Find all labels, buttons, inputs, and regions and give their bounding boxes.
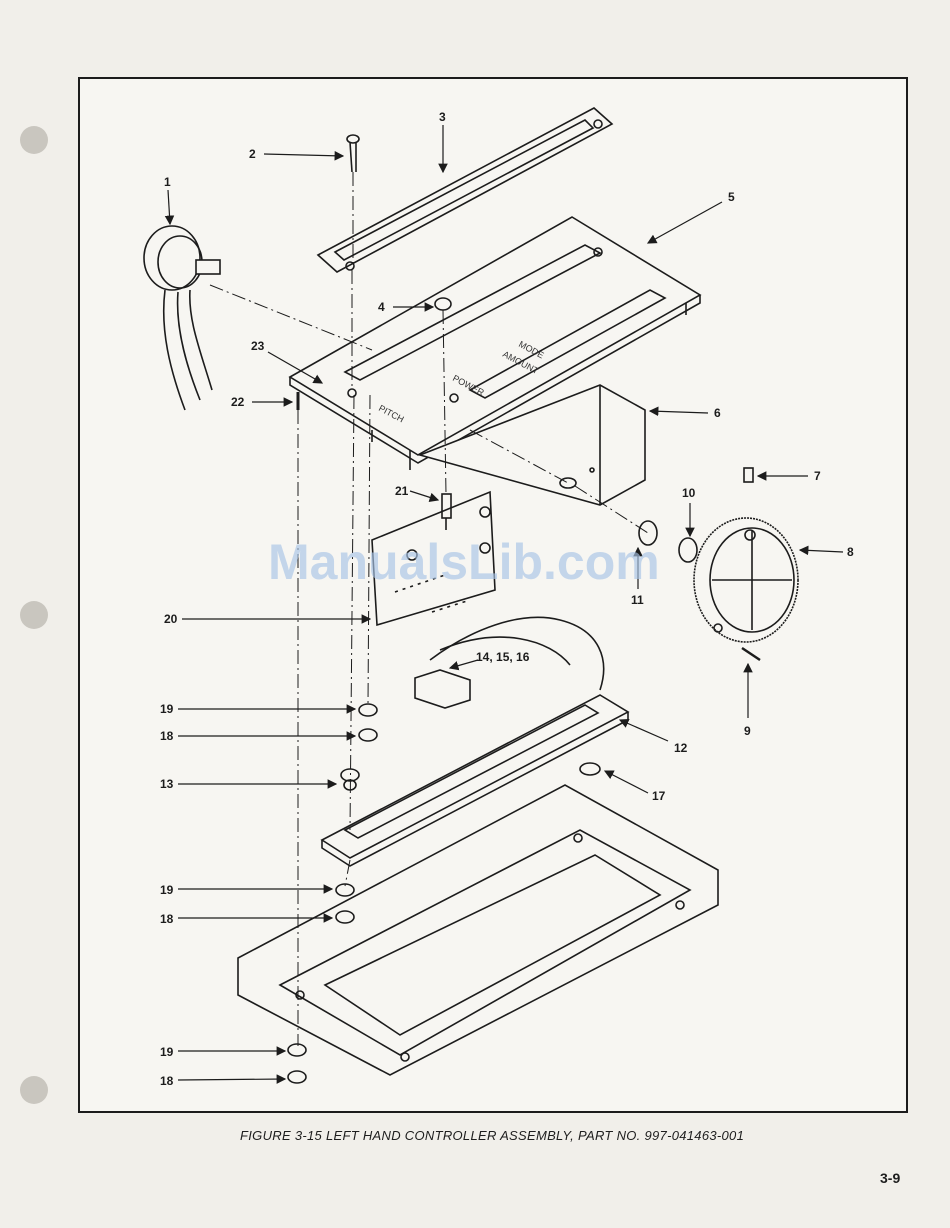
callout-22: 22 bbox=[231, 395, 245, 409]
hardware-stack-upper bbox=[341, 704, 377, 790]
part-17-washer bbox=[580, 763, 600, 775]
callout-13: 13 bbox=[160, 777, 174, 791]
part-9-pin bbox=[742, 648, 760, 660]
hardware-stack-lower bbox=[288, 1044, 306, 1083]
figure-caption: FIGURE 3-15 LEFT HAND CONTROLLER ASSEMBL… bbox=[240, 1128, 744, 1143]
callout-9: 9 bbox=[744, 724, 751, 738]
callout-8: 8 bbox=[847, 545, 854, 559]
callout-4: 4 bbox=[378, 300, 385, 314]
page-number: 3-9 bbox=[880, 1170, 900, 1186]
callout-19-lower: 19 bbox=[160, 1045, 174, 1059]
callout-23: 23 bbox=[251, 339, 265, 353]
binder-holes bbox=[20, 126, 48, 1104]
part-7-set-screw bbox=[744, 468, 753, 482]
part-10-gear bbox=[679, 538, 697, 562]
callout-20: 20 bbox=[164, 612, 178, 626]
callout-5: 5 bbox=[728, 190, 735, 204]
base-tray bbox=[238, 785, 718, 1075]
callout-7: 7 bbox=[814, 469, 821, 483]
part-1-potentiometer bbox=[144, 226, 220, 410]
part-2-screw bbox=[347, 135, 359, 172]
callout-18-lower: 18 bbox=[160, 1074, 174, 1088]
callout-2: 2 bbox=[249, 147, 256, 161]
callout-18-upper: 18 bbox=[160, 729, 174, 743]
callout-17: 17 bbox=[652, 789, 666, 803]
callout-1: 1 bbox=[164, 175, 171, 189]
callout-19-middle: 19 bbox=[160, 883, 174, 897]
callout-10: 10 bbox=[682, 486, 696, 500]
hardware-stack-middle bbox=[336, 884, 354, 923]
callout-19-upper: 19 bbox=[160, 702, 174, 716]
watermark: ManualsLib.com bbox=[268, 533, 660, 591]
callout-18-middle: 18 bbox=[160, 912, 174, 926]
callout-6: 6 bbox=[714, 406, 721, 420]
callout-3: 3 bbox=[439, 110, 446, 124]
part-8-thumbwheel bbox=[694, 518, 798, 642]
callout-12: 12 bbox=[674, 741, 688, 755]
callout-14-15-16: 14, 15, 16 bbox=[476, 650, 530, 664]
callout-11: 11 bbox=[631, 593, 644, 607]
callout-21: 21 bbox=[395, 484, 409, 498]
